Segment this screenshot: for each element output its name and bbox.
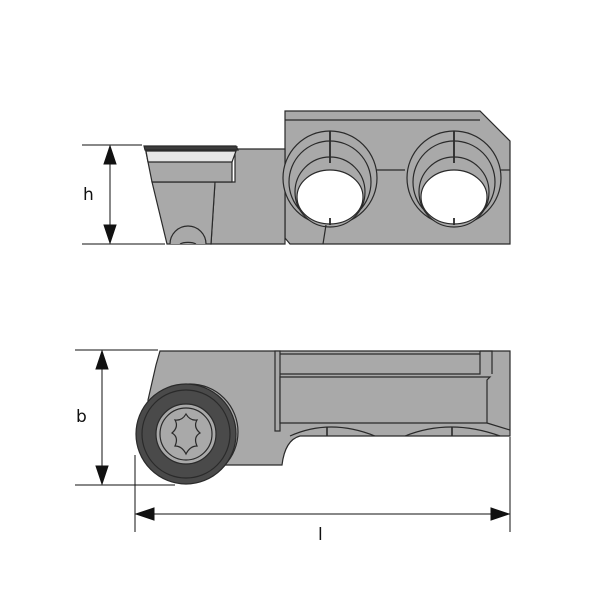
dimension-l <box>134 437 511 532</box>
side-view <box>143 110 511 245</box>
dimension-label-h: h <box>83 185 94 205</box>
dimension-label-l: l <box>318 525 323 545</box>
dimension-h <box>82 144 165 245</box>
top-view <box>135 350 511 485</box>
dimension-b <box>75 349 175 486</box>
dimension-label-b: b <box>76 407 87 427</box>
